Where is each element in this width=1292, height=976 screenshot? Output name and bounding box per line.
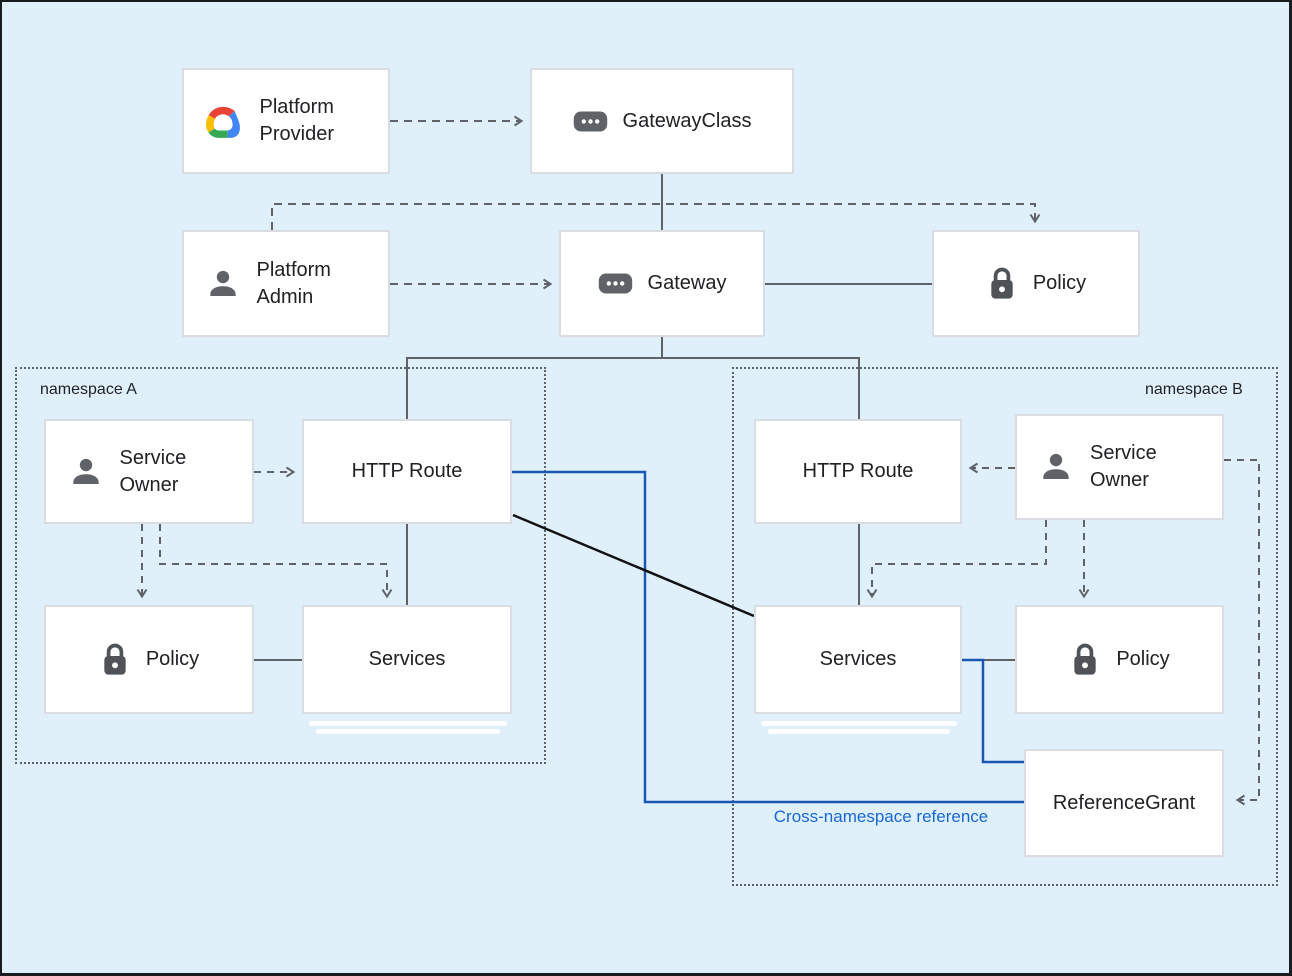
node-label: ReferenceGrant [1052, 791, 1196, 814]
node-http-route-b: HTTP Route [754, 419, 962, 524]
lock-icon [1069, 642, 1101, 678]
node-label: Policy [1032, 272, 1087, 294]
services-a-stack-line [309, 721, 507, 726]
lock-icon [986, 266, 1018, 302]
node-gateway-class: GatewayClass [530, 68, 794, 174]
person-icon [67, 453, 105, 491]
services-b-stack-line [768, 729, 950, 734]
node-label: HTTP Route [351, 460, 463, 482]
node-policy-b: Policy [1015, 605, 1224, 714]
node-label: Policy [145, 648, 200, 670]
node-platform-provider: Platform Provider [182, 68, 390, 174]
node-label: Services [368, 648, 446, 670]
edge-owner-b-services-b [866, 520, 1047, 599]
node-platform-admin: Platform Admin [182, 230, 390, 337]
node-label: Platform Admin [256, 258, 331, 308]
node-gateway: Gateway [559, 230, 765, 337]
person-icon [204, 265, 242, 303]
gateway-icon [598, 273, 633, 294]
node-service-owner-a: Service Owner [44, 419, 254, 524]
namespace-a-boundary [15, 367, 546, 764]
google-cloud-logo-icon [201, 103, 245, 140]
lock-icon [99, 642, 131, 678]
node-reference-grant: ReferenceGrant [1024, 749, 1224, 857]
services-a-stack-line [316, 729, 500, 734]
namespace-b-boundary [732, 367, 1278, 886]
edge-owner-b-referencegrant [1224, 459, 1260, 806]
node-label: Platform Provider [259, 96, 334, 145]
node-http-route-a: HTTP Route [302, 419, 512, 524]
edge-httproute-a-services-b-black [512, 513, 755, 618]
node-services-a: Services [302, 605, 512, 714]
services-b-stack-line [761, 721, 957, 726]
node-policy-a: Policy [44, 605, 254, 714]
node-label: Service Owner [1090, 442, 1157, 491]
node-label: HTTP Route [802, 460, 914, 482]
node-service-owner-b: Service Owner [1015, 414, 1224, 520]
person-icon [1037, 448, 1075, 486]
gateway-icon [573, 110, 608, 132]
node-label: Policy [1116, 648, 1170, 670]
edge-httproute-a-referencegrant-blue [512, 470, 1024, 804]
edge-owner-a-services-a [159, 524, 393, 599]
node-services-b: Services [754, 605, 962, 714]
edge-admin-policy [271, 203, 1041, 230]
namespace-b-label: namespace B [1145, 381, 1243, 398]
node-label: Services [819, 648, 897, 670]
node-label: Service Owner [119, 446, 187, 496]
node-label: GatewayClass [622, 109, 752, 132]
edge-gateway-httproutes [406, 337, 860, 419]
node-policy-top: Policy [932, 230, 1140, 337]
edge-services-b-referencegrant-blue [962, 658, 1024, 764]
namespace-a-label: namespace A [40, 381, 137, 398]
node-label: Gateway [647, 272, 727, 294]
cross-namespace-reference-label: Cross-namespace reference [773, 807, 989, 826]
